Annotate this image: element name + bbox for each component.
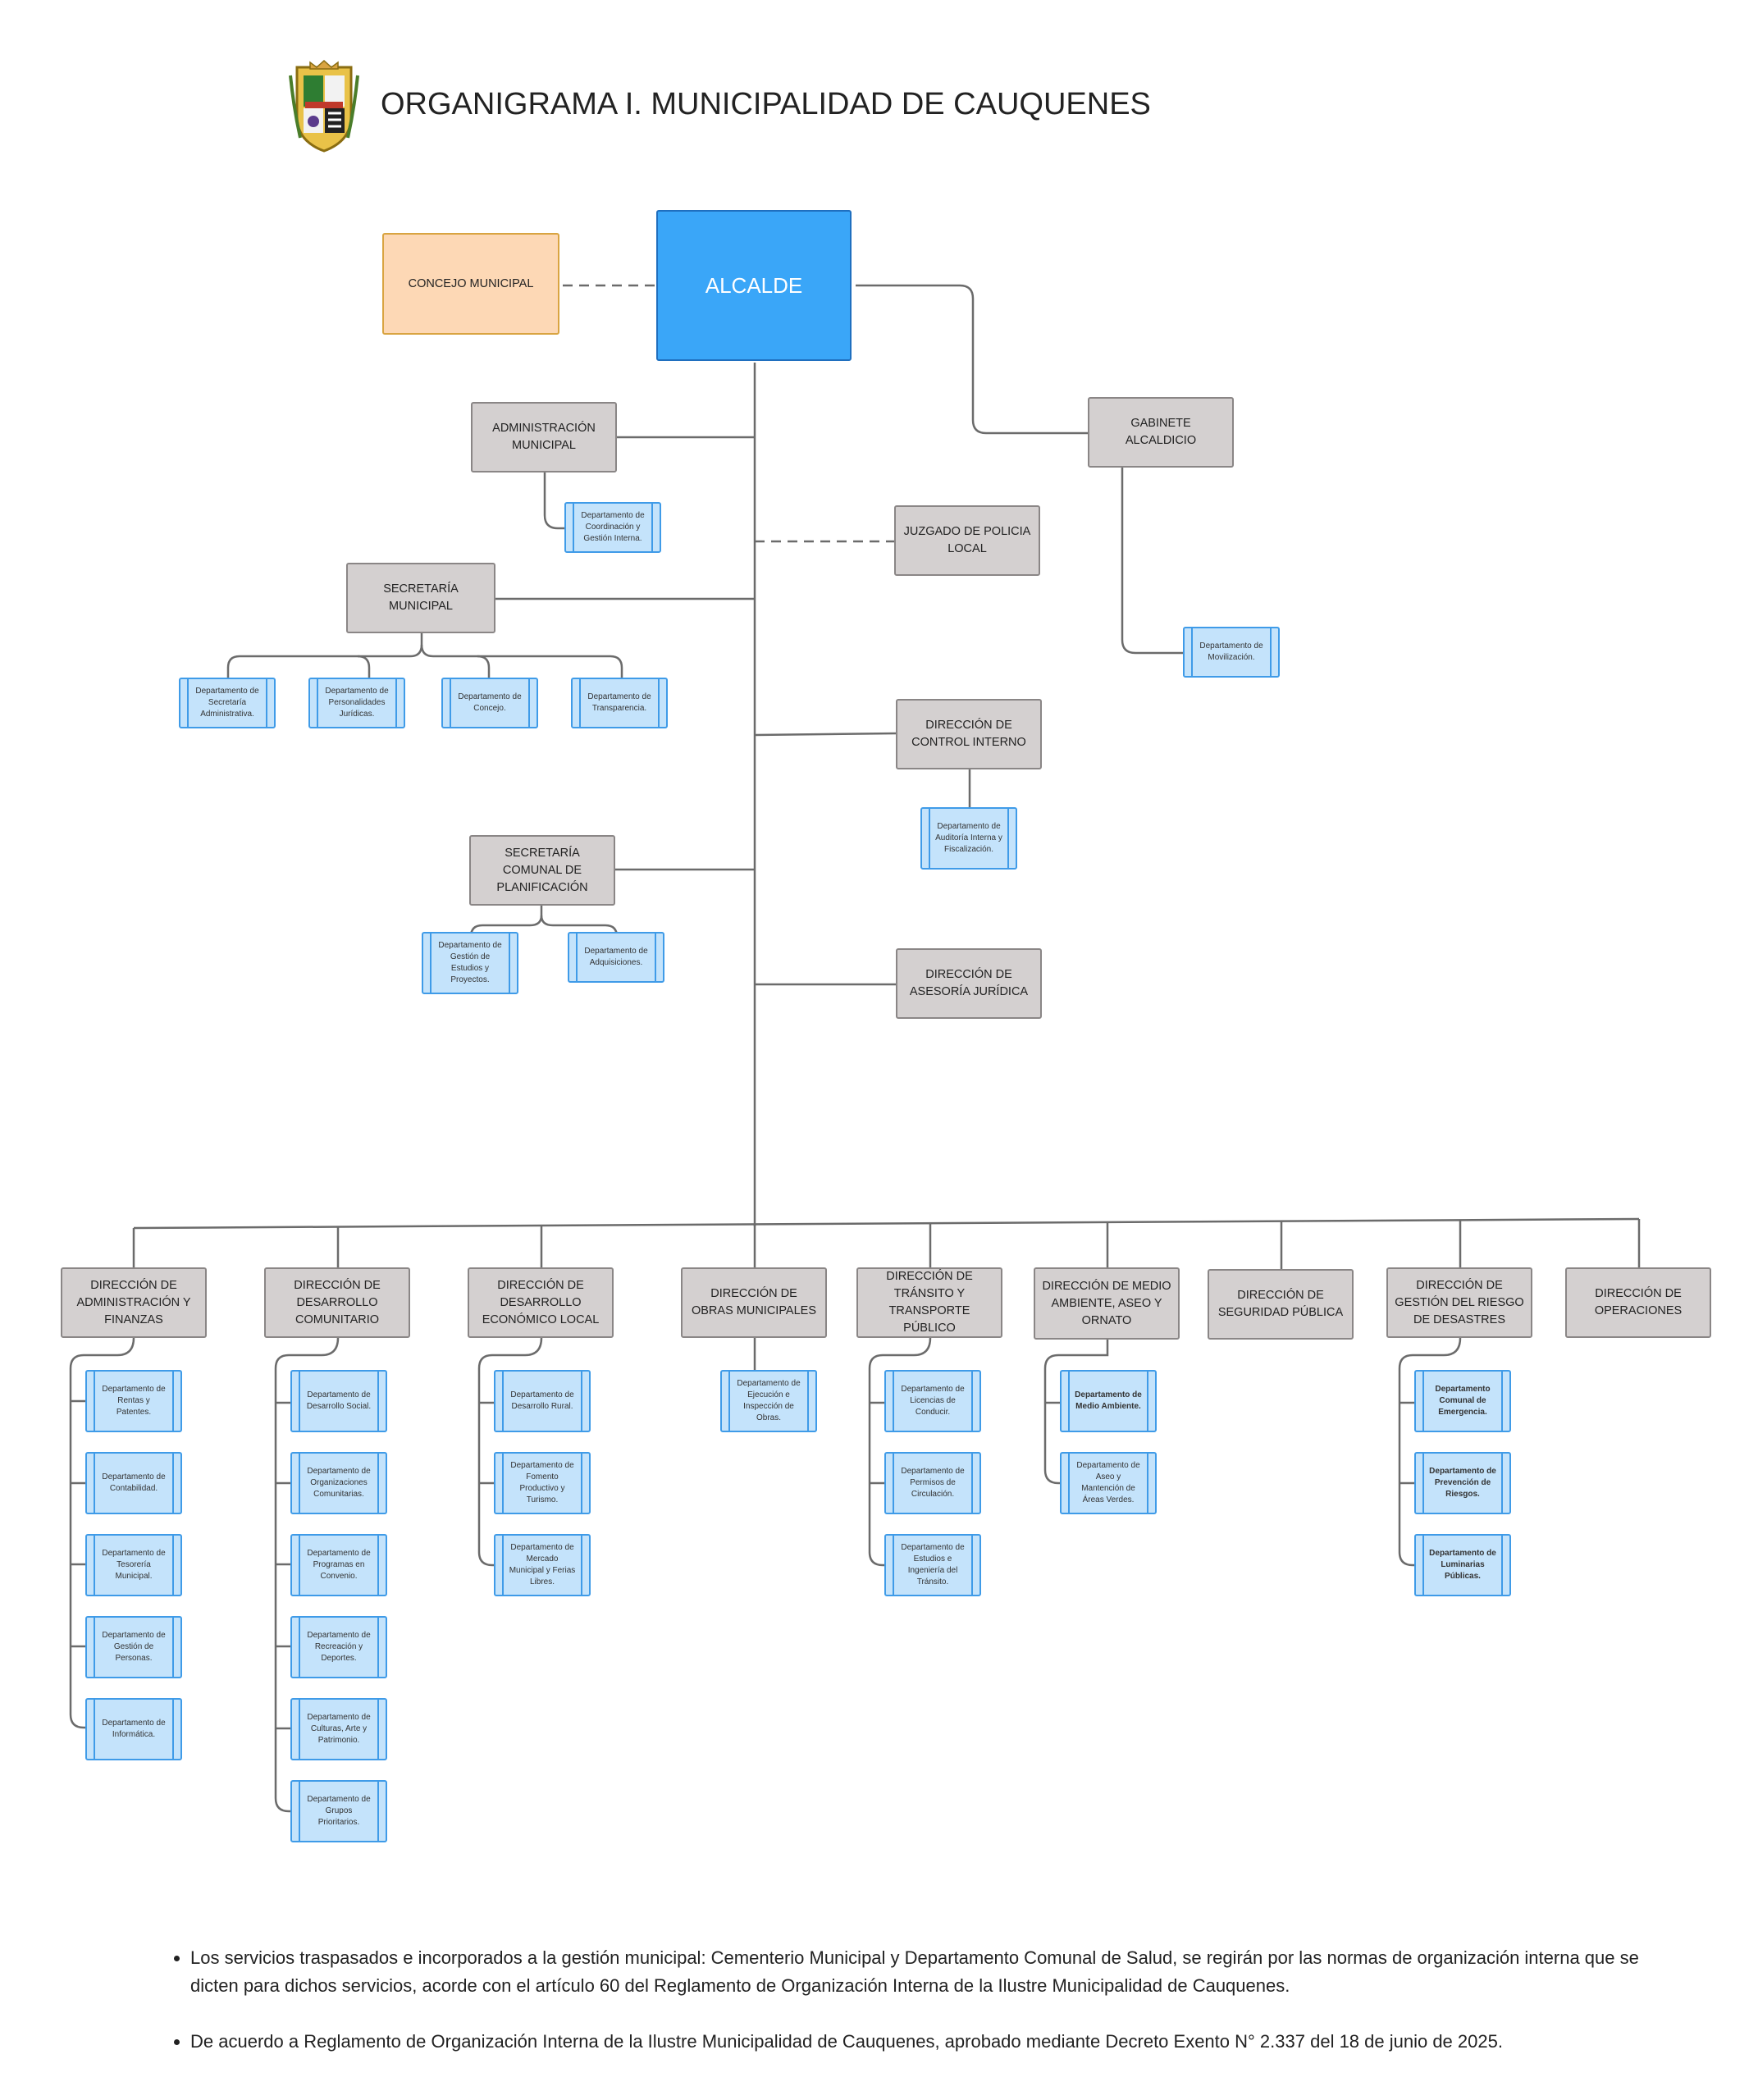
dept-box-d3-1[interactable]: Departamento de Desarrollo Rural.	[494, 1370, 591, 1432]
dept-box-control-1[interactable]: Departamento de Auditoría Interna y Fisc…	[920, 807, 1017, 870]
dept-box-d2-1[interactable]: Departamento de Desarrollo Social.	[290, 1370, 387, 1432]
control-box[interactable]: DIRECCIÓN DE CONTROL INTERNO	[896, 699, 1042, 769]
dept-box-gabinete-1[interactable]: Departamento de Movilización.	[1183, 627, 1280, 678]
dept-box-administracion-1[interactable]: Departamento de Coordinación y Gestión I…	[564, 502, 661, 553]
direction-box-4[interactable]: DIRECCIÓN DE OBRAS MUNICIPALES	[681, 1267, 827, 1338]
secplan-box[interactable]: SECRETARÍA COMUNAL DE PLANIFICACIÓN	[469, 835, 615, 906]
dept-box-d1-5[interactable]: Departamento de Informática.	[85, 1698, 182, 1760]
dept-box-d3-2[interactable]: Departamento de Fomento Productivo y Tur…	[494, 1452, 591, 1514]
juridica-box[interactable]: DIRECCIÓN DE ASESORÍA JURÍDICA	[896, 948, 1042, 1019]
dept-box-d8-2[interactable]: Departamento de Prevención de Riesgos.	[1414, 1452, 1511, 1514]
direction-box-2[interactable]: DIRECCIÓN DE DESARROLLO COMUNITARIO	[264, 1267, 410, 1338]
page-title: ORGANIGRAMA I. MUNICIPALIDAD DE CAUQUENE…	[381, 87, 1151, 121]
dept-box-secretaria-4[interactable]: Departamento de Transparencia.	[571, 678, 668, 728]
dept-box-d1-3[interactable]: Departamento de Tesorería Municipal.	[85, 1534, 182, 1596]
dept-box-d5-1[interactable]: Departamento de Licencias de Conducir.	[884, 1370, 981, 1432]
dept-box-d8-1[interactable]: Departamento Comunal de Emergencia.	[1414, 1370, 1511, 1432]
dept-box-d1-1[interactable]: Departamento de Rentas y Patentes.	[85, 1370, 182, 1432]
footnote-item: De acuerdo a Reglamento de Organización …	[190, 2028, 1647, 2056]
crest-icon	[289, 59, 359, 153]
dept-box-secplan-2[interactable]: Departamento de Adquisiciones.	[568, 932, 664, 983]
dept-box-d2-6[interactable]: Departamento de Grupos Prioritarios.	[290, 1780, 387, 1842]
administracion-box[interactable]: ADMINISTRACIÓN MUNICIPAL	[471, 402, 617, 472]
dept-box-d2-5[interactable]: Departamento de Culturas, Arte y Patrimo…	[290, 1698, 387, 1760]
dept-box-d2-3[interactable]: Departamento de Programas en Convenio.	[290, 1534, 387, 1596]
dept-box-d1-4[interactable]: Departamento de Gestión de Personas.	[85, 1616, 182, 1678]
direction-box-7[interactable]: DIRECCIÓN DE SEGURIDAD PÚBLICA	[1208, 1269, 1354, 1340]
dept-box-secplan-1[interactable]: Departamento de Gestión de Estudios y Pr…	[422, 932, 518, 994]
dept-box-d2-4[interactable]: Departamento de Recreación y Deportes.	[290, 1616, 387, 1678]
dept-box-d3-3[interactable]: Departamento de Mercado Municipal y Feri…	[494, 1534, 591, 1596]
direction-box-6[interactable]: DIRECCIÓN DE MEDIO AMBIENTE, ASEO Y ORNA…	[1034, 1267, 1180, 1340]
dept-box-d5-3[interactable]: Departamento de Estudios e Ingeniería de…	[884, 1534, 981, 1596]
concejo-box[interactable]: CONCEJO MUNICIPAL	[382, 233, 559, 335]
dept-box-d1-2[interactable]: Departamento de Contabilidad.	[85, 1452, 182, 1514]
gabinete-box[interactable]: GABINETE ALCALDICIO	[1088, 397, 1234, 468]
dept-box-d6-2[interactable]: Departamento de Aseo y Mantención de Áre…	[1060, 1452, 1157, 1514]
dept-box-d6-1[interactable]: Departamento de Medio Ambiente.	[1060, 1370, 1157, 1432]
alcalde-box[interactable]: ALCALDE	[656, 210, 852, 361]
secretaria-box[interactable]: SECRETARÍA MUNICIPAL	[346, 563, 495, 633]
direction-box-9[interactable]: DIRECCIÓN DE OPERACIONES	[1565, 1267, 1711, 1338]
direction-box-3[interactable]: DIRECCIÓN DE DESARROLLO ECONÓMICO LOCAL	[468, 1267, 614, 1338]
dept-box-secretaria-3[interactable]: Departamento de Concejo.	[441, 678, 538, 728]
direction-box-1[interactable]: DIRECCIÓN DE ADMINISTRACIÓN Y FINANZAS	[61, 1267, 207, 1338]
dept-box-d5-2[interactable]: Departamento de Permisos de Circulación.	[884, 1452, 981, 1514]
dept-box-d2-2[interactable]: Departamento de Organizaciones Comunitar…	[290, 1452, 387, 1514]
dept-box-d8-3[interactable]: Departamento de Luminarias Públicas.	[1414, 1534, 1511, 1596]
direction-box-5[interactable]: DIRECCIÓN DE TRÁNSITO Y TRANSPORTE PÚBLI…	[856, 1267, 1002, 1338]
dept-box-d4-1[interactable]: Departamento de Ejecución e Inspección d…	[720, 1370, 817, 1432]
dept-box-secretaria-2[interactable]: Departamento de Personalidades Jurídicas…	[308, 678, 405, 728]
dept-box-secretaria-1[interactable]: Departamento de Secretaría Administrativ…	[179, 678, 276, 728]
juzgado-box[interactable]: JUZGADO DE POLICIA LOCAL	[894, 505, 1040, 576]
direction-box-8[interactable]: DIRECCIÓN DE GESTIÓN DEL RIESGO DE DESAS…	[1386, 1267, 1532, 1338]
footnotes: Los servicios traspasados e incorporados…	[171, 1944, 1647, 2084]
footnote-item: Los servicios traspasados e incorporados…	[190, 1944, 1647, 2000]
